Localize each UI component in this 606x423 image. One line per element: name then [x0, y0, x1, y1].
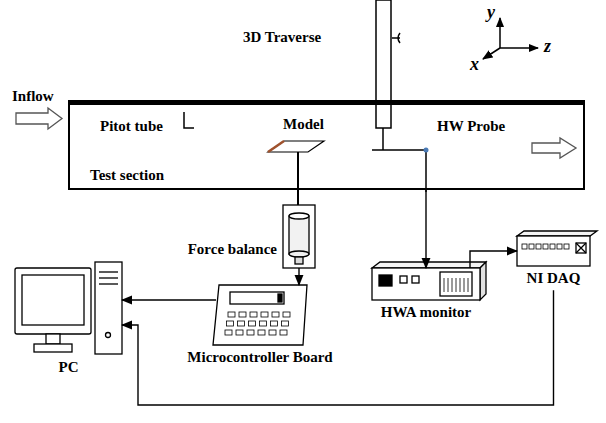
- microcontroller-keys: [225, 312, 290, 335]
- hwa-monitor: HWA monitor: [372, 268, 480, 300]
- outflow-arrow: [532, 138, 576, 158]
- force-balance: Force balance: [283, 205, 315, 268]
- node-label: Microcontroller Board: [187, 349, 332, 366]
- probe-tip: [424, 148, 429, 153]
- node-label: Test section: [90, 167, 164, 184]
- microcontroller-body: [213, 285, 307, 345]
- axes: [483, 18, 538, 59]
- force-balance-body: [283, 205, 315, 268]
- flow-label: Inflow: [12, 88, 54, 105]
- node-label: NI DAQ: [527, 270, 581, 287]
- pc: PC: [15, 262, 122, 355]
- signal-wire: [425, 190, 426, 268]
- signal-wire: [122, 299, 216, 300]
- daq-body: [517, 231, 597, 266]
- traverse-bar: [376, 0, 391, 128]
- part-label: Model: [283, 116, 324, 133]
- signal-wire: [470, 251, 517, 268]
- signal-wire: [298, 268, 299, 285]
- node-label: HWA monitor: [381, 304, 471, 321]
- node-label: PC: [59, 359, 79, 376]
- part-label: Pitot tube: [100, 118, 163, 135]
- test-section: Test section: [68, 100, 585, 190]
- microcontroller-board: Microcontroller Board: [213, 285, 307, 345]
- node-label: Force balance: [188, 241, 277, 258]
- model-edge: [268, 141, 284, 152]
- hwa-monitor-body: [372, 262, 486, 300]
- axis-label: x: [470, 54, 479, 75]
- inflow-arrow: [16, 108, 62, 129]
- daq-ports: [522, 244, 569, 249]
- daq-device: NI DAQ: [517, 236, 590, 266]
- model-plate: [268, 141, 324, 152]
- pitot-tube: [184, 112, 194, 128]
- axis-label: z: [544, 36, 551, 57]
- pc-body: [15, 262, 122, 354]
- signal-wire: [122, 290, 554, 405]
- traverse-knob: [392, 33, 400, 43]
- axis-label: y: [487, 2, 495, 23]
- part-label: HW Probe: [437, 118, 505, 135]
- hwa-screen-lines: [444, 278, 468, 292]
- hw-probe: [372, 128, 426, 192]
- part-label: 3D Traverse: [243, 29, 321, 46]
